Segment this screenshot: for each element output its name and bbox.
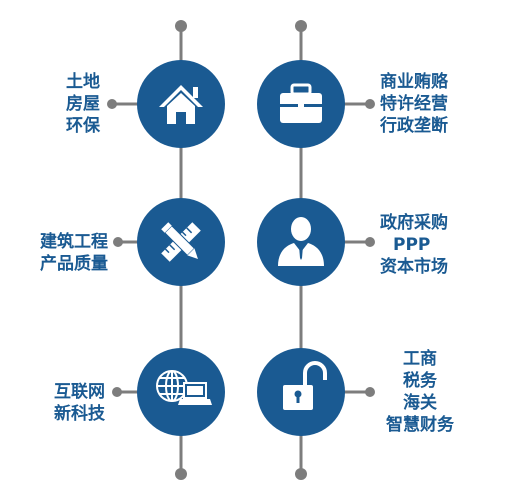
lock-node bbox=[257, 348, 345, 436]
connector-right-2-dot bbox=[365, 237, 375, 247]
connector-left-1-dot bbox=[107, 99, 117, 109]
label-line: 税务 bbox=[403, 371, 437, 391]
right-spine-bottom-dot bbox=[295, 468, 307, 480]
connector-right-3-dot bbox=[365, 387, 375, 397]
tools-node bbox=[137, 198, 225, 286]
connector-right-1-dot bbox=[365, 99, 375, 109]
label-line: 智慧财务 bbox=[386, 415, 454, 435]
label-line: 新科技 bbox=[54, 404, 105, 424]
globe-computer-icon bbox=[156, 370, 212, 405]
pencil-ruler-icon bbox=[161, 222, 201, 262]
label-procurement-ppp-capital: 政府采购 PPP 资本市场 bbox=[380, 212, 448, 278]
globe-node bbox=[137, 348, 225, 436]
person-node bbox=[257, 198, 345, 286]
left-spine-top-dot bbox=[175, 20, 187, 32]
briefcase-node bbox=[257, 60, 345, 148]
label-line: 行政垄断 bbox=[380, 116, 448, 136]
label-internet-tech: 互联网 新科技 bbox=[54, 381, 105, 425]
label-line: 工商 bbox=[403, 349, 437, 369]
label-line: PPP bbox=[393, 235, 431, 255]
label-line: 互联网 bbox=[54, 382, 105, 402]
label-line: 土地 bbox=[66, 72, 100, 92]
label-line: 产品质量 bbox=[40, 254, 108, 274]
house-icon bbox=[159, 85, 203, 124]
label-bribery-monopoly: 商业贿赂 特许经营 行政垄断 bbox=[380, 71, 448, 137]
label-line: 建筑工程 bbox=[40, 232, 108, 252]
label-line: 商业贿赂 bbox=[380, 72, 448, 92]
person-icon bbox=[278, 217, 324, 266]
label-line: 政府采购 bbox=[380, 213, 448, 233]
label-line: 房屋 bbox=[66, 94, 100, 114]
right-spine-top-dot bbox=[295, 20, 307, 32]
unlock-icon bbox=[283, 361, 327, 410]
label-line: 资本市场 bbox=[380, 257, 448, 277]
label-line: 环保 bbox=[66, 116, 100, 136]
label-line: 海关 bbox=[403, 393, 437, 413]
left-spine-bottom-dot bbox=[175, 468, 187, 480]
label-commerce-tax-customs-finance: 工商 税务 海关 智慧财务 bbox=[380, 348, 460, 436]
house-node bbox=[137, 60, 225, 148]
briefcase-icon bbox=[280, 83, 322, 123]
connector-left-3-dot bbox=[112, 387, 122, 397]
label-line: 特许经营 bbox=[380, 94, 448, 114]
label-land-housing-environment: 土地 房屋 环保 bbox=[66, 71, 100, 137]
connector-left-2-dot bbox=[113, 237, 123, 247]
label-construction-quality: 建筑工程 产品质量 bbox=[40, 231, 108, 275]
